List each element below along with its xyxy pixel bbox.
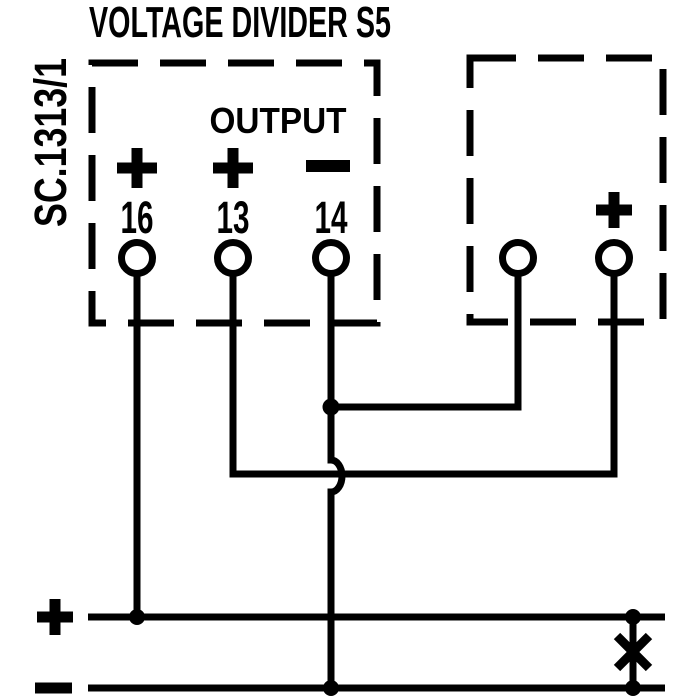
terminal-16-number: 16: [121, 192, 154, 243]
instrument-terminal-right: [595, 239, 633, 277]
link-x-icon: [613, 632, 653, 672]
diagram-title: VOLTAGE DIVIDER S5: [89, 0, 391, 47]
wire-branch-to-instrument-left: [331, 258, 522, 411]
terminal-13-plus-icon: [213, 148, 253, 188]
junction-dot-link-bottom: [625, 680, 641, 696]
supply-positive-icon: [37, 599, 73, 635]
junction-dot-branch: [322, 398, 340, 416]
junction-dot-negative-bus: [323, 680, 339, 696]
wire-terminal13-to-instrument-plus: [229, 258, 618, 478]
junction-dot-positive-bus: [129, 609, 145, 625]
instrument-terminal-left: [499, 239, 537, 277]
terminal-16: [118, 239, 156, 277]
output-label: OUTPUT: [210, 100, 347, 141]
terminal-16-plus-icon: [117, 148, 157, 188]
unit-label: SC.1313/1: [25, 58, 76, 227]
terminal-13-number: 13: [217, 192, 250, 243]
instrument-box: [466, 54, 667, 326]
voltage-divider-box: [88, 59, 381, 327]
junction-dot-link-top: [625, 609, 641, 625]
terminal-13: [214, 239, 252, 277]
terminal-14-number: 14: [315, 192, 348, 243]
wire-terminal14-to-negative-bus: [327, 258, 346, 688]
terminal-14: [312, 239, 350, 277]
instrument-plus-icon: [596, 192, 632, 228]
